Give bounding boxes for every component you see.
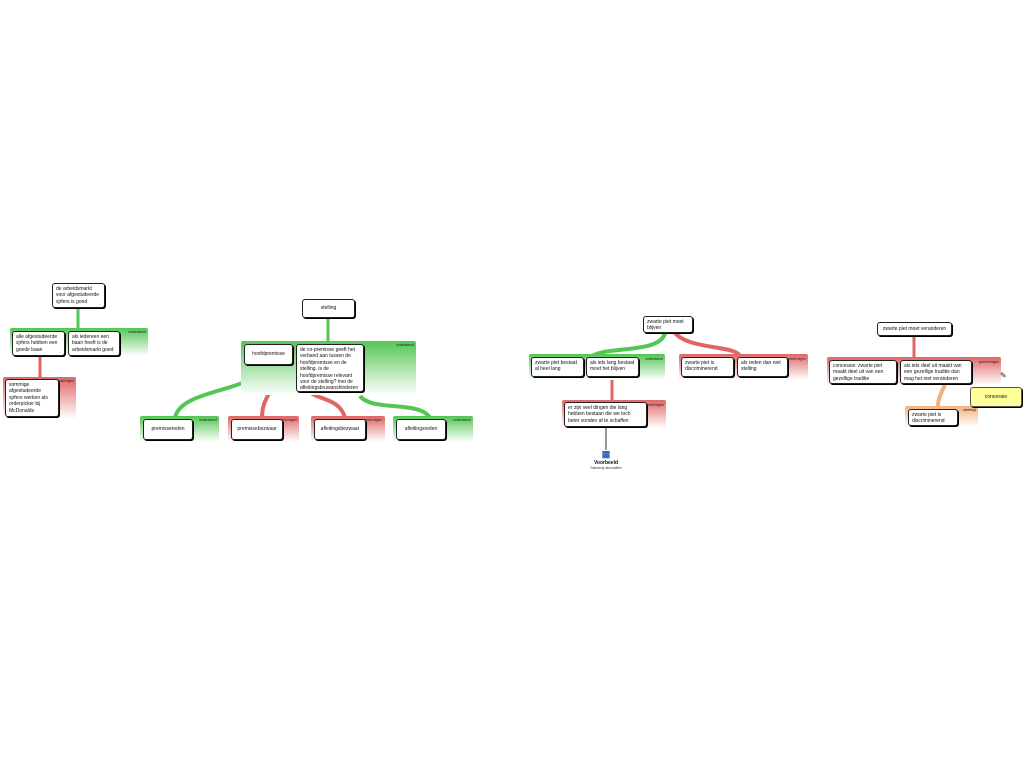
reason-node[interactable]: alle afgestudeerde sjrfers hebben een go… [12, 331, 65, 356]
co-premise-node[interactable]: de co-premisse geeft het verband aan tus… [296, 344, 364, 392]
inference-objection-node[interactable]: afleitingsbezwaar [314, 419, 366, 440]
concession-node[interactable]: concessie: zwarte piet maakt deel uit va… [829, 360, 897, 384]
support-tag: ondersteunt [396, 343, 414, 347]
objection-node[interactable]: zwarte piet is discriminerend [681, 357, 734, 377]
reason-node[interactable]: zwarte piet bestaat al heel lang [531, 357, 584, 377]
support-tag: ondersteunt [453, 418, 471, 422]
objection-node[interactable]: als reden dan niet stelling [737, 357, 788, 377]
main-premise-node[interactable]: hoofdpremisse [244, 344, 293, 365]
premise-objection-node[interactable]: premissebezwaar [231, 419, 283, 440]
reason-node[interactable]: als iedereen een baan heeft is de arbeid… [68, 331, 120, 356]
claim-node[interactable]: zwarte piet moet blijven [643, 316, 693, 333]
connector [308, 390, 347, 419]
connector [673, 331, 742, 358]
objection-tag: spreekt tegen [643, 403, 664, 407]
support-tag: ondersteunt [645, 357, 663, 361]
example-label: Voorbeeld [593, 460, 619, 466]
support-tag: ondersteunt [128, 330, 146, 334]
document-icon: ▦ [601, 449, 611, 459]
rebuttal-tag: weerlegt [963, 408, 976, 412]
objection-tag: spreekt tegen [53, 379, 74, 383]
support-tag: ondersteunt [199, 418, 217, 422]
claim-node[interactable]: de arbeidsmarkt voor afgestudeerde sjrfe… [52, 283, 105, 308]
connector [358, 394, 432, 420]
objection-tag: spreekt tegen [785, 357, 806, 361]
counter-objection-node[interactable]: er zijn veel dingen die lang hebben best… [564, 402, 647, 427]
reason-node[interactable]: als iets lang bestaat moet het blijven [586, 357, 639, 377]
objection-node[interactable]: sommige afgestudeerde sjrfers werken als… [5, 379, 59, 417]
example-node[interactable]: ▦ Voorbeeld Slavernij afschaffen [578, 449, 634, 470]
claim-node[interactable]: zwarte piet moet veranderen [877, 322, 952, 336]
premise-reason-node[interactable]: premissereden [143, 419, 193, 440]
reason-node[interactable]: als iets deel uit maakt van een gezellig… [900, 360, 972, 384]
connector [936, 384, 947, 407]
objection-tag: spreekt tegen [978, 360, 999, 364]
note-node[interactable]: concessie [970, 387, 1022, 407]
objection-tag: spreekt tegen [361, 418, 382, 422]
thesis-node[interactable]: stelling [302, 299, 355, 318]
rebuttal-node[interactable]: zwarte piet is discriminerend [908, 409, 958, 426]
inference-reason-node[interactable]: afleitingsreden [396, 419, 446, 440]
pencil-icon[interactable]: ✎ [1000, 371, 1007, 380]
example-subtitle: Slavernij afschaffen [590, 466, 622, 470]
objection-tag: spreekt tegen [276, 418, 297, 422]
